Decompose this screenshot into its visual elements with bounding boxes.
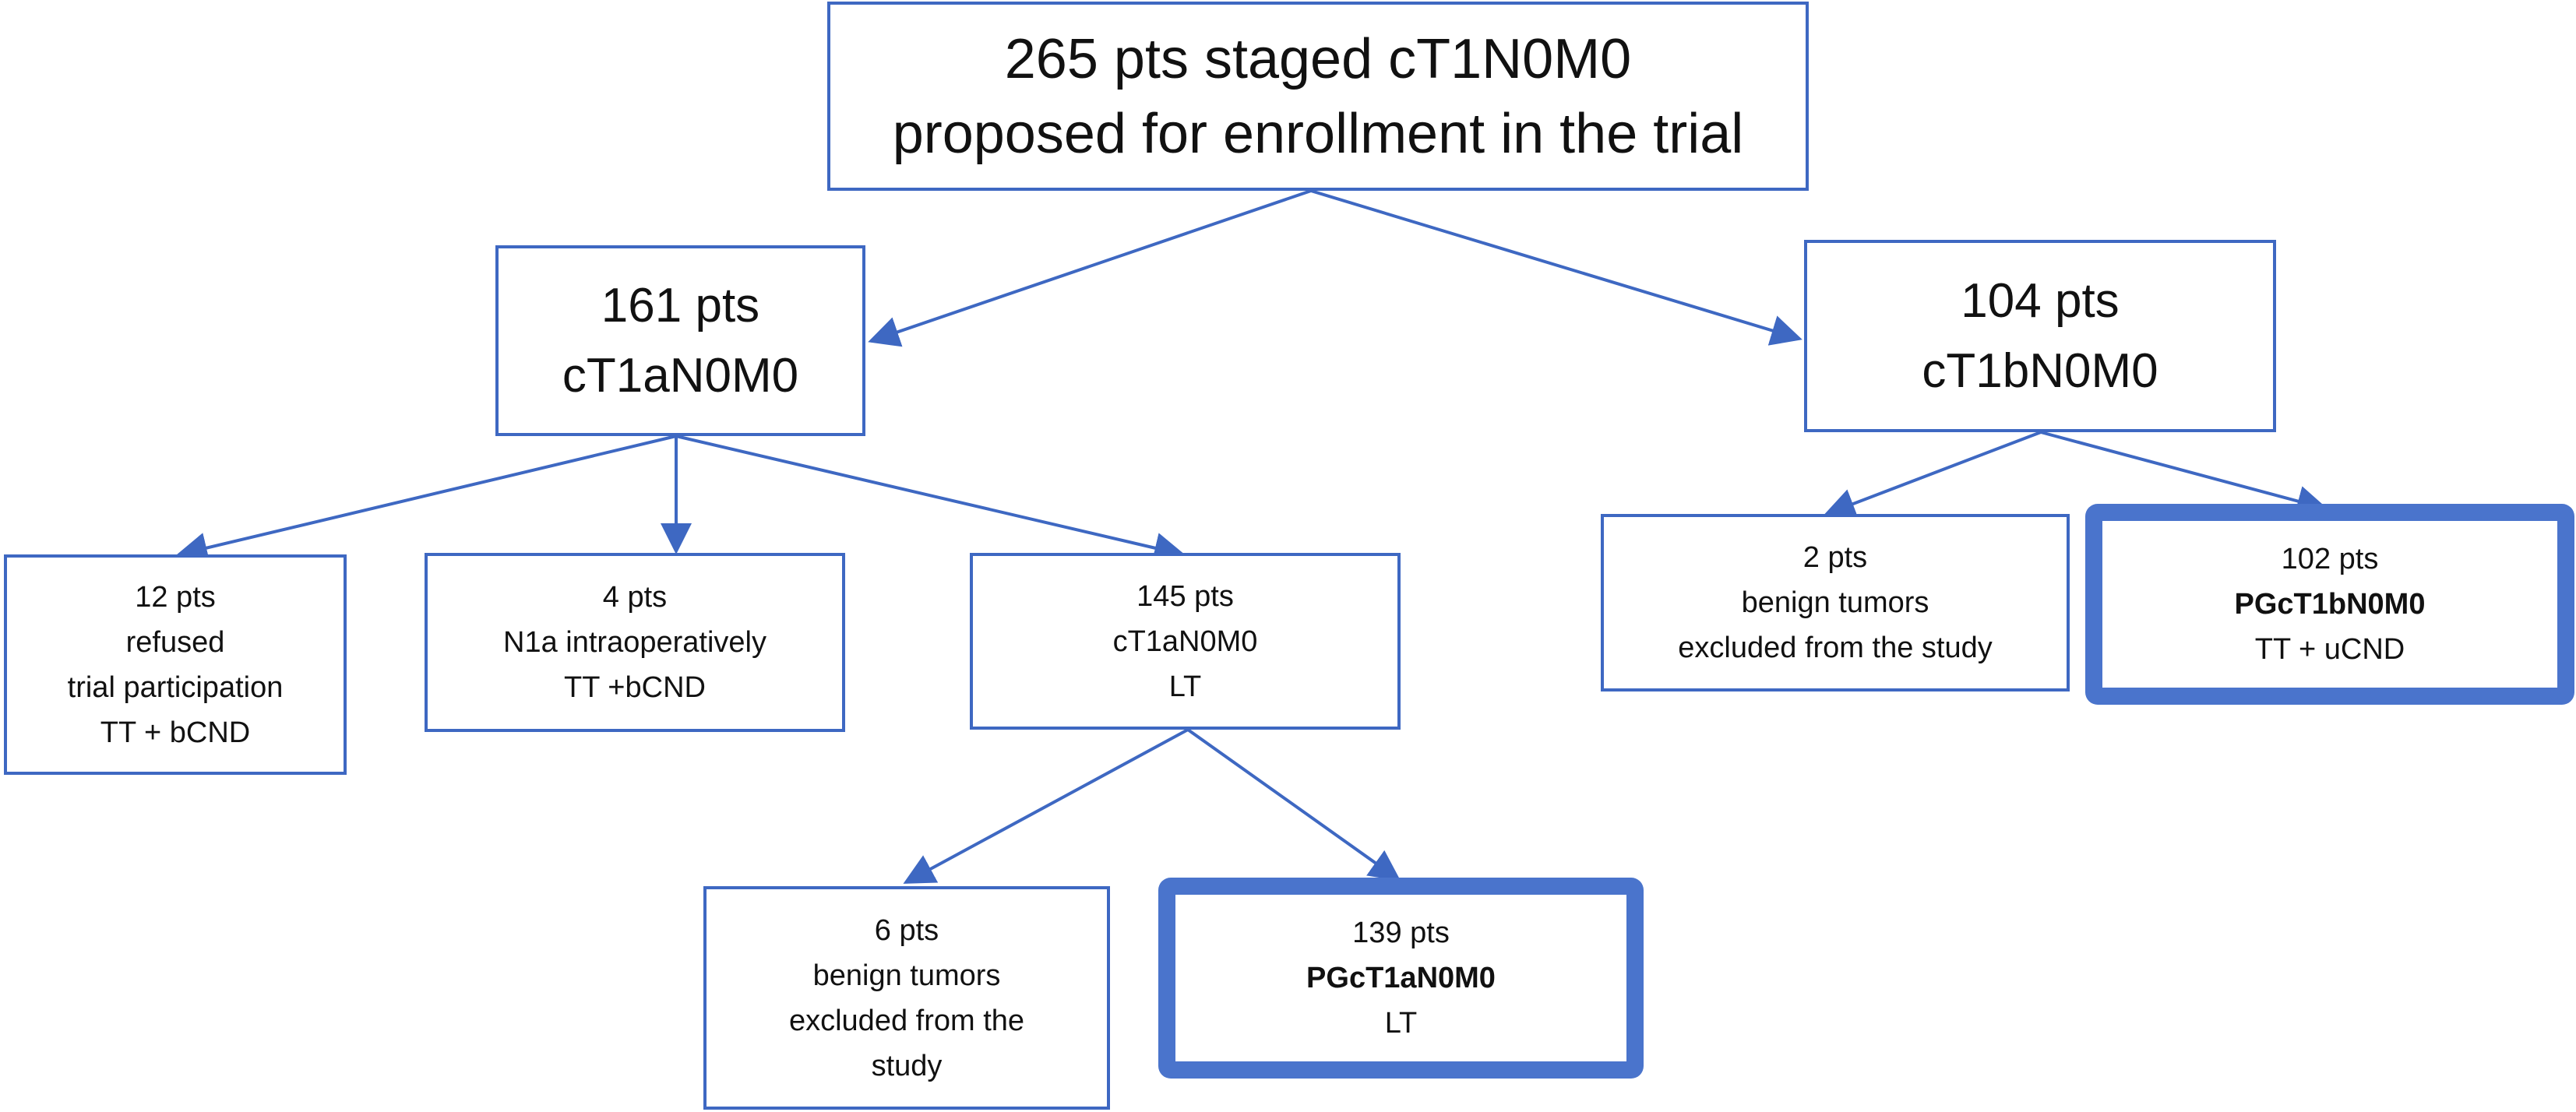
benign2-box: 2 pts benign tumors excluded from the st… [1601,514,2070,691]
arrow-lt145-to-benign6 [903,728,1189,884]
left-branch-box: 161 pts cT1aN0M0 [495,245,865,436]
root-count-line: 265 pts staged cT1N0M0 [1004,27,1632,90]
refused-count-line: 12 pts [135,580,216,614]
root-box: 265 pts staged cT1N0M0 proposed for enro… [827,2,1809,191]
refused-box: 12 pts refused trial participation TT + … [4,554,347,775]
refused-treatment-line: TT + bCND [100,716,251,749]
left-count-line: 161 pts [601,278,760,333]
n1a-box: 4 pts N1a intraoperatively TT +bCND [425,553,845,732]
benign2-detail-line: excluded from the study [1678,632,1993,664]
arrow-root-to-left [868,189,1312,347]
benign6-reason-line: benign tumors [812,959,1001,992]
arrow-left-to-refused [176,435,677,564]
pg102-stage-line: PGcT1bN0M0 [2234,588,2426,621]
right-branch-box: 104 pts cT1bN0M0 [1804,240,2276,432]
n1a-treatment-line: TT +bCND [564,671,706,704]
lt145-treatment-line: LT [1168,670,1202,703]
pg102-treatment-line: TT + uCND [2254,633,2405,666]
lt145-count-line: 145 pts [1136,579,1234,613]
lt145-stage-line: cT1aN0M0 [1112,625,1258,658]
benign2-reason-line: benign tumors [1741,586,1929,619]
benign6-detail-line: excluded from the [788,1004,1025,1037]
pg102-count-line: 102 pts [2281,543,2379,575]
refused-reason-line: refused [125,625,225,659]
pg139-stage-line: PGcT1aN0M0 [1306,962,1496,994]
arrow-right-to-pg102 [2040,431,2328,516]
pg139-treatment-line: LT [1384,1007,1418,1040]
benign6-count-line: 6 pts [874,913,939,947]
right-stage-line: cT1bN0M0 [1922,343,2158,398]
arrow-left-to-lt145 [675,435,1186,564]
refused-detail-line: trial participation [67,670,284,704]
benign6-box: 6 pts benign tumors excluded from the st… [703,886,1110,1110]
pg102-box: 102 pts PGcT1bN0M0 TT + uCND [2085,504,2574,705]
root-description-line: proposed for enrollment in the trial [892,102,1744,165]
benign6-detail2-line: study [871,1049,943,1082]
arrow-root-to-right [1310,189,1802,346]
pg139-count-line: 139 pts [1352,917,1450,949]
pg139-box: 139 pts PGcT1aN0M0 LT [1158,878,1644,1079]
arrow-lt145-to-pg139 [1186,728,1401,882]
arrow-right-to-benign2 [1824,431,2042,519]
left-stage-line: cT1aN0M0 [562,348,799,403]
benign2-count-line: 2 pts [1802,541,1868,574]
lt145-box: 145 pts cT1aN0M0 LT [970,553,1401,730]
n1a-finding-line: N1a intraoperatively [503,626,766,659]
n1a-count-line: 4 pts [602,581,668,614]
right-count-line: 104 pts [1961,273,2120,328]
